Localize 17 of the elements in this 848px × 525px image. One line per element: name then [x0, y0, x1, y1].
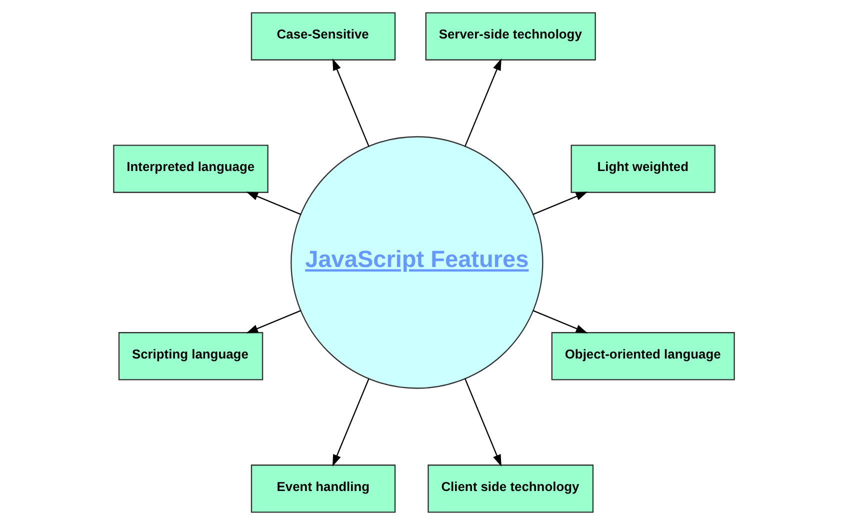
node-box: Interpreted language: [113, 144, 268, 193]
arrow: [332, 58, 370, 147]
node-circle: JavaScript Features: [290, 136, 544, 389]
arrow: [464, 378, 502, 466]
node-box: Event handling: [250, 464, 396, 513]
arrow: [464, 58, 502, 147]
arrow: [246, 192, 302, 215]
node-box: Object-oriented language: [551, 332, 735, 380]
arrow: [532, 310, 588, 334]
node-box: Scripting language: [118, 332, 264, 380]
node-box: Case-Sensitive: [250, 12, 396, 60]
arrow: [246, 310, 302, 334]
arrow: [532, 192, 588, 215]
node-box: Client side technology: [428, 464, 594, 513]
arrow: [332, 378, 370, 466]
node-box: Server-side technology: [425, 12, 596, 60]
node-box: Light weighted: [570, 144, 716, 193]
